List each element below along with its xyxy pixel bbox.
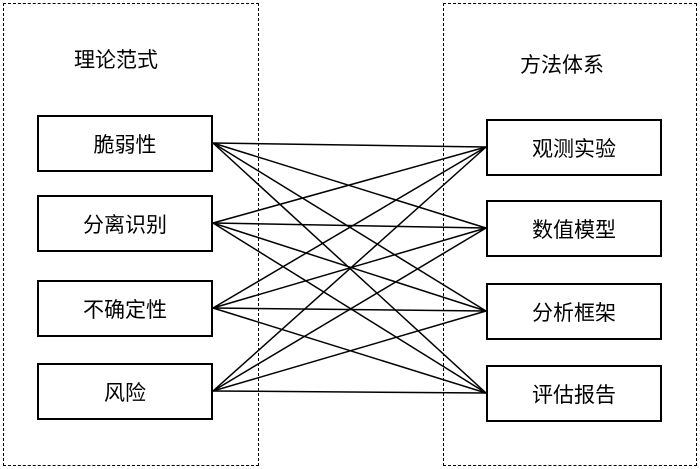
- node-uncertainty: 不确定性: [37, 280, 213, 337]
- connection-line: [212, 146, 487, 309]
- connection-line: [212, 222, 487, 229]
- method-system-group: [443, 3, 697, 466]
- right-group-title: 方法体系: [520, 53, 604, 77]
- node-separation-identification: 分离识别: [37, 195, 213, 252]
- connection-line: [212, 142, 487, 148]
- left-group-title: 理论范式: [74, 48, 158, 72]
- node-numerical-model: 数值模型: [486, 200, 662, 257]
- node-observation-experiment: 观测实验: [486, 119, 662, 176]
- connection-line: [212, 222, 487, 312]
- connection-line: [212, 222, 487, 394]
- connection-line: [212, 146, 487, 392]
- node-vulnerability: 脆弱性: [37, 115, 213, 172]
- connection-line: [212, 227, 487, 392]
- connection-line: [212, 146, 487, 224]
- theory-paradigm-group: [3, 3, 259, 466]
- node-analysis-framework: 分析框架: [486, 283, 662, 340]
- node-risk: 风险: [37, 363, 213, 420]
- connection-line: [212, 390, 487, 394]
- connection-line: [212, 310, 487, 392]
- node-assessment-report: 评估报告: [486, 365, 662, 422]
